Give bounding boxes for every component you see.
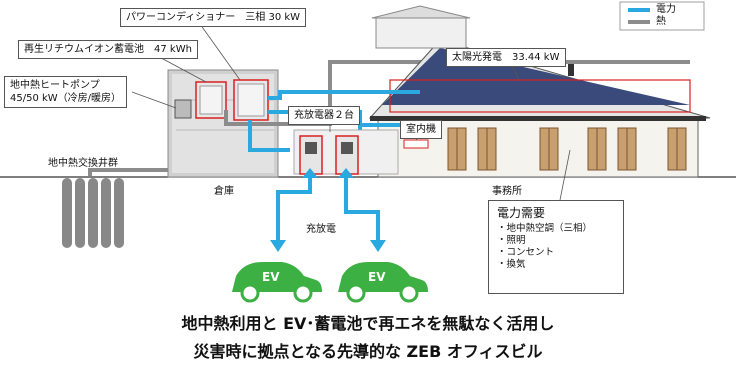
ev-car-2-label: EV <box>368 270 386 284</box>
power-demand-item: 換気 <box>497 259 615 271</box>
chargers-label: 充放電器２台 <box>288 106 360 125</box>
charge-discharge-label: 充放電 <box>306 224 336 235</box>
office-windows <box>447 127 687 171</box>
heat-pump-label-line2: 45/50 kW（冷房/暖房） <box>10 93 122 104</box>
ev-car-1 <box>232 262 322 303</box>
warehouse-label: 倉庫 <box>214 186 234 197</box>
indoor-unit-label: 室内機 <box>400 120 442 139</box>
heat-pump-label: 地中熱ヒートポンプ 45/50 kW（冷房/暖房） <box>4 76 128 108</box>
charge-arrows <box>270 168 386 252</box>
power-demand-box: 電力需要 地中熱空調（三相） 照明 コンセント 換気 <box>488 200 624 294</box>
power-conditioner-label: パワーコンディショナー 三相 30 kW <box>120 8 307 27</box>
callout-leaders <box>131 23 571 201</box>
ev-car-2 <box>338 262 428 303</box>
office-label: 事務所 <box>492 186 522 197</box>
legend-heat-label: 熱 <box>656 16 666 27</box>
caption-line-1: 地中熱利用と EV･蓄電池で再エネを無駄なく活用し <box>181 314 555 333</box>
power-demand-list: 地中熱空調（三相） 照明 コンセント 換気 <box>497 223 615 271</box>
legend-power-label: 電力 <box>656 4 676 15</box>
solar-label: 太陽光発電 33.44 kW <box>446 48 566 67</box>
ev-car-1-label: EV <box>262 270 280 284</box>
legend-frame <box>619 1 705 31</box>
duct-box <box>174 99 192 119</box>
power-demand-item: 照明 <box>497 235 615 247</box>
ground-heat-wells <box>62 178 124 248</box>
heat-pump-label-line1: 地中熱ヒートポンプ <box>10 80 100 91</box>
indoor-unit-highlight <box>403 139 429 149</box>
power-demand-title: 電力需要 <box>497 206 546 220</box>
power-demand-item: 地中熱空調（三相） <box>497 223 615 235</box>
battery-label: 再生リチウムイオン蓄電池 47 kWh <box>18 40 198 59</box>
caption-line-2: 災害時に拠点となる先導的な ZEB オフィスビル <box>193 342 543 361</box>
solar-array-highlight <box>389 79 691 113</box>
charger-stations <box>293 129 399 175</box>
ground-heat-wells-label: 地中熱交換井群 <box>48 158 118 169</box>
power-demand-item: コンセント <box>497 247 615 259</box>
